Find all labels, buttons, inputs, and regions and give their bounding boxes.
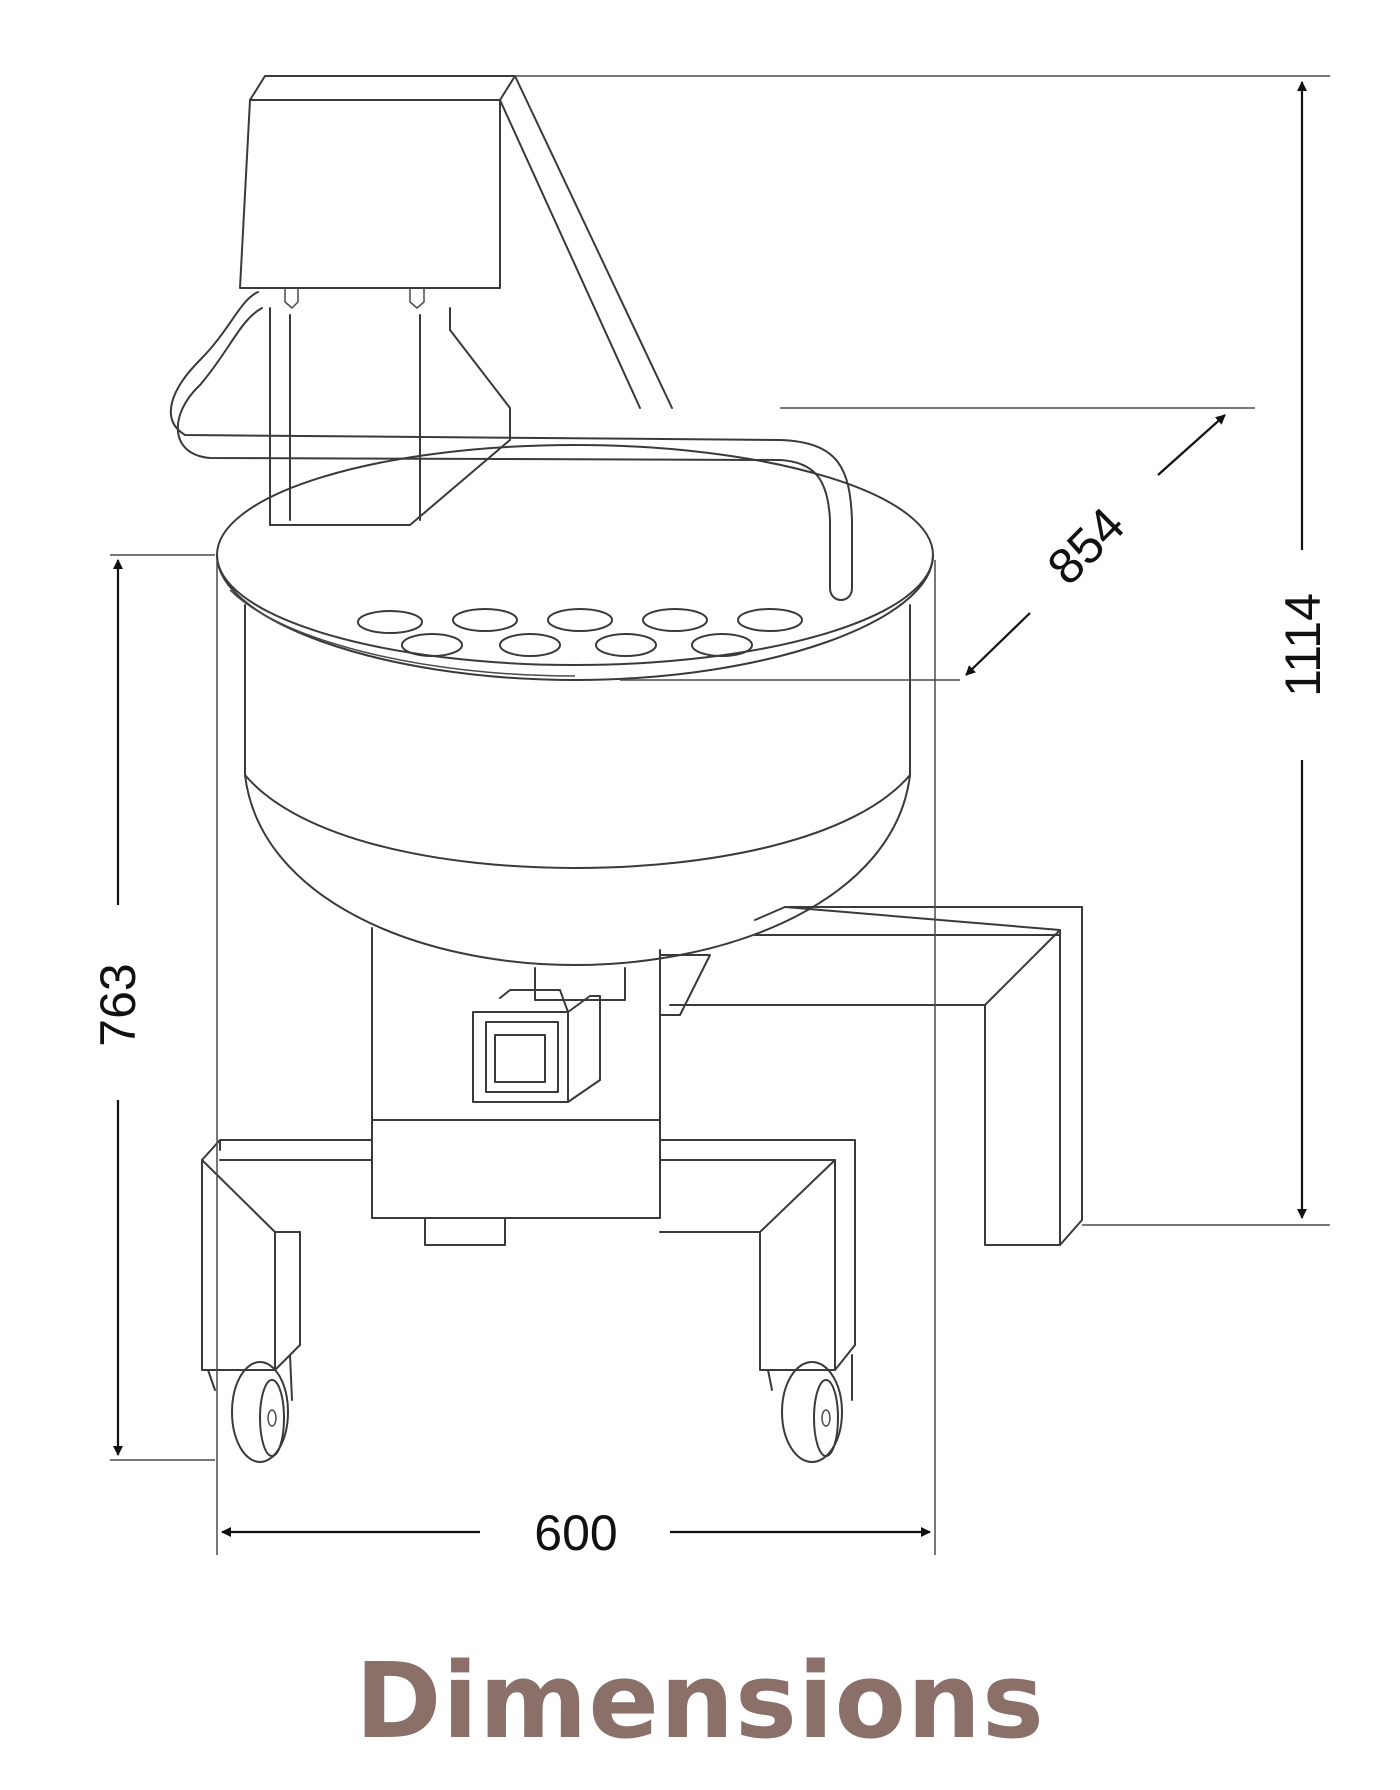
dimension-height-total-label: 1114 (1275, 593, 1331, 697)
base-frame (201, 1139, 856, 1371)
bowl-body (244, 604, 911, 966)
bowl-lid (216, 444, 934, 681)
scraper-arm (169, 291, 853, 601)
dimension-diagonal: 854 (965, 414, 1226, 676)
dimension-height-total: 1114 (1275, 81, 1331, 1219)
dimension-diagonal-label: 854 (1037, 497, 1136, 596)
control-box (472, 989, 601, 1103)
dimension-annotations: 1114 763 600 854 (90, 75, 1331, 1561)
motor-head (239, 75, 673, 409)
dimension-width: 600 (221, 1505, 931, 1561)
dimension-height-bowl-label: 763 (90, 963, 146, 1046)
drive-housing (269, 307, 511, 526)
column (371, 927, 711, 1219)
mixer-machine (169, 75, 1083, 1463)
dimension-width-label: 600 (534, 1505, 617, 1561)
lid-holes (357, 608, 803, 657)
dimension-height-bowl: 763 (90, 559, 146, 1456)
caster-left (207, 1354, 293, 1463)
caption-title: Dimensions (355, 1640, 1045, 1762)
side-bracket (669, 906, 1083, 1246)
caster-right (767, 1354, 853, 1463)
